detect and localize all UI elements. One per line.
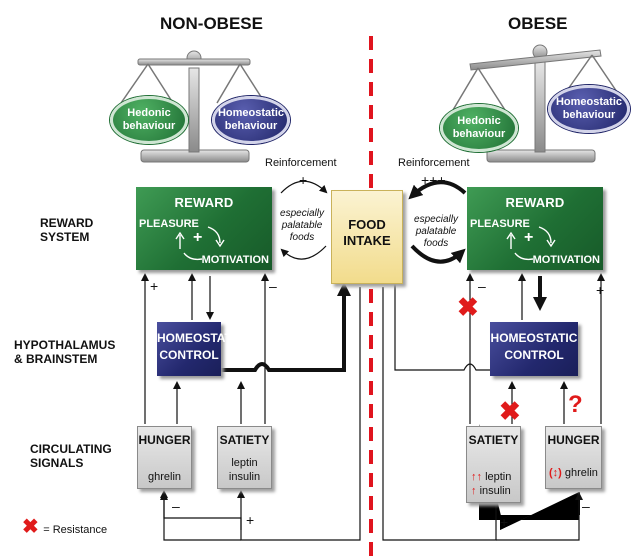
homeostatic-control-box-right: HOMEOSTATIC CONTROL bbox=[490, 322, 578, 376]
right-balance-scale bbox=[452, 44, 618, 163]
note-line3: foods bbox=[423, 238, 449, 249]
homeostatic-pan-right: Homeostatic behaviour bbox=[548, 85, 630, 133]
homeostatic-label: Homeostatic behaviour bbox=[217, 107, 285, 132]
note-line3: foods bbox=[289, 232, 315, 243]
hunger-box-left: HUNGER ghrelin bbox=[137, 426, 192, 489]
hedonic-pan-left: Hedonic behaviour bbox=[110, 96, 188, 144]
sign-minus: – bbox=[478, 278, 486, 294]
satiety-title: SATIETY bbox=[468, 433, 519, 447]
insulin-label: insulin bbox=[228, 471, 261, 483]
homeostatic-pan-left: Homeostatic behaviour bbox=[212, 96, 290, 144]
reward-plus: + bbox=[193, 229, 203, 246]
food-line2: INTAKE bbox=[343, 233, 391, 248]
reward-system-box-left: REWARD PLEASURE MOTIVATION + bbox=[136, 187, 272, 270]
increase-arrow-icon: ↑ bbox=[471, 485, 477, 497]
leptin-text: leptin bbox=[485, 471, 512, 483]
motivation-label: MOTIVATION bbox=[532, 254, 600, 266]
obese-heading: OBESE bbox=[508, 14, 568, 33]
non-obese-heading: NON-OBESE bbox=[160, 14, 263, 33]
note-line1: especially bbox=[280, 208, 324, 219]
resistance-x-icon: ✖ bbox=[499, 396, 521, 426]
reward-cycle-icon bbox=[175, 226, 225, 261]
reinforcement-sign-left: + bbox=[299, 172, 308, 188]
sign-minus: – bbox=[172, 498, 180, 514]
left-balance-scale bbox=[120, 50, 266, 163]
sign-plus: + bbox=[246, 512, 255, 528]
row-label-hypothalamus: HYPOTHALAMUS & BRAINSTEM bbox=[14, 338, 116, 366]
sign-plus: + bbox=[500, 514, 509, 530]
resistance-x-icon: ✖ bbox=[457, 292, 479, 322]
homeostatic-line1: HOMEOSTATIC bbox=[157, 331, 244, 345]
sign-minus: – bbox=[269, 278, 277, 294]
row-label-circulating: CIRCULATING SIGNALS bbox=[30, 442, 112, 470]
sign-plus: + bbox=[150, 278, 159, 294]
palatable-note-right: especially palatable foods bbox=[408, 214, 464, 250]
note-line2: palatable bbox=[415, 226, 457, 237]
legend: ✖ = Resistance bbox=[22, 514, 107, 539]
hunger-title: HUNGER bbox=[138, 433, 191, 447]
reinforcement-sign-right: +++ bbox=[421, 172, 446, 188]
reward-system-box-right: REWARD PLEASURE MOTIVATION + bbox=[467, 187, 603, 270]
homeostatic-line2: CONTROL bbox=[504, 348, 564, 362]
insulin-label: ↑ insulin bbox=[467, 485, 520, 497]
question-mark-icon: ? bbox=[568, 391, 583, 418]
homeostatic-control-box-left: HOMEOSTATIC CONTROL bbox=[157, 322, 244, 376]
hunger-title: HUNGER bbox=[547, 433, 600, 447]
hedonic-pan-right: Hedonic behaviour bbox=[440, 104, 518, 152]
row-label-reward: REWARD SYSTEM bbox=[40, 216, 94, 244]
hunger-box-right: HUNGER (↕) ghrelin bbox=[545, 426, 602, 489]
leptin-label: leptin bbox=[231, 457, 258, 469]
leptin-label: ↑↑ leptin bbox=[467, 471, 520, 483]
insulin-text: insulin bbox=[479, 485, 511, 497]
pleasure-label: PLEASURE bbox=[470, 218, 530, 230]
pleasure-label: PLEASURE bbox=[139, 218, 199, 230]
resistance-x-icon: ✖ bbox=[22, 516, 39, 538]
hedonic-label: Hedonic behaviour bbox=[452, 115, 506, 140]
food-intake-box: FOOD INTAKE bbox=[331, 190, 403, 284]
reward-plus: + bbox=[524, 229, 534, 246]
sign-minus: – bbox=[582, 498, 590, 514]
palatable-note-left: especially palatable foods bbox=[274, 208, 330, 244]
legend-text: = Resistance bbox=[43, 524, 108, 536]
note-line2: palatable bbox=[281, 220, 323, 231]
ghrelin-label: (↕) ghrelin bbox=[546, 467, 601, 479]
increase-arrow-icon: ↑↑ bbox=[471, 471, 482, 483]
motivation-label: MOTIVATION bbox=[201, 254, 269, 266]
homeostatic-line1: HOMEOSTATIC bbox=[490, 331, 578, 345]
ghrelin-label: ghrelin bbox=[147, 471, 182, 483]
food-line1: FOOD bbox=[348, 217, 386, 232]
satiety-box-right: SATIETY ↑↑ leptin ↑ insulin bbox=[466, 426, 521, 503]
satiety-box-left: SATIETY leptin insulin bbox=[217, 426, 272, 489]
satiety-title: SATIETY bbox=[219, 433, 270, 447]
reinforcement-label-right: Reinforcement bbox=[398, 157, 470, 169]
reward-title: REWARD bbox=[174, 195, 234, 210]
hedonic-label: Hedonic behaviour bbox=[122, 107, 176, 132]
reward-title: REWARD bbox=[505, 195, 565, 210]
up-down-arrow-icon: (↕) bbox=[549, 467, 562, 479]
reward-cycle-icon bbox=[506, 226, 556, 261]
sign-plus: + bbox=[596, 282, 605, 298]
ghrelin-text: ghrelin bbox=[564, 467, 598, 479]
note-line1: especially bbox=[414, 214, 458, 225]
reinforcement-label-left: Reinforcement bbox=[265, 157, 337, 169]
homeostatic-label: Homeostatic behaviour bbox=[555, 96, 623, 121]
homeostatic-line2: CONTROL bbox=[159, 348, 219, 362]
